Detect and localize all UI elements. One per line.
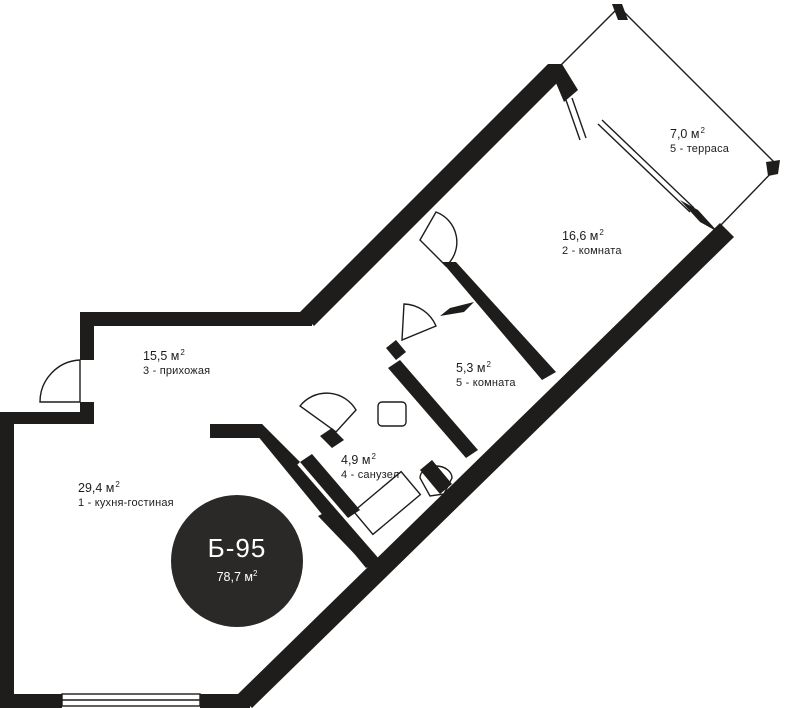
area-superscript: 2 <box>180 348 185 357</box>
area-value: 16,6 м <box>562 229 599 243</box>
room-name: 1 - кухня-гостиная <box>78 496 174 509</box>
area-superscript: 2 <box>115 480 120 489</box>
wall-south-left <box>0 694 62 708</box>
wall-bath-divider <box>300 454 360 518</box>
door-entry <box>39 359 81 403</box>
wall-room5-west <box>388 360 478 458</box>
room-name: 5 - комната <box>456 376 516 389</box>
room-area: 4,9 м2 <box>341 452 399 469</box>
terrace-edge-east <box>621 9 779 167</box>
room-area: 15,5 м2 <box>143 348 210 365</box>
windows <box>61 519 373 707</box>
shower-tray <box>352 470 422 536</box>
terrace-door-leaf <box>565 99 581 141</box>
wall-corridor-jamb <box>386 340 406 360</box>
wall-bath-west <box>256 424 300 470</box>
room-name: 3 - прихожая <box>143 364 211 377</box>
area-superscript: 2 <box>371 452 376 461</box>
door-bathroom <box>298 392 357 433</box>
outer-walls <box>0 64 734 708</box>
terrace-post-top <box>612 4 628 20</box>
door-room2 <box>419 211 458 267</box>
area-superscript: 2 <box>700 126 705 135</box>
wall-balcony-post <box>548 64 578 102</box>
wall-kitchen-window <box>318 510 380 568</box>
terrace-door-leaf-2 <box>571 97 587 139</box>
sink <box>377 401 407 427</box>
wall-bath-door-jamb <box>320 428 344 448</box>
wall-entry-west-lower <box>80 402 94 424</box>
apartment-total-area: 78,7 м2 <box>171 569 303 584</box>
toilet <box>419 465 453 497</box>
room-area: 29,4 м2 <box>78 480 174 497</box>
wall-kitchen-stub <box>210 424 262 438</box>
area-value: 15,5 м <box>143 349 180 363</box>
area-value: 7,0 м <box>670 127 700 141</box>
terrace-edge-north <box>555 9 617 71</box>
wall-room5-north <box>442 262 556 380</box>
wall-top-left <box>0 412 80 424</box>
room-bedroom: 16,6 м2 2 - комната <box>562 228 622 258</box>
room-hallway: 15,5 м2 3 - прихожая <box>143 348 210 378</box>
terrace-window <box>597 123 691 213</box>
room-kitchen-living: 29,4 м2 1 - кухня-гостиная <box>78 480 174 510</box>
room-area: 5,3 м2 <box>456 360 516 377</box>
window-kitchen-side <box>325 519 373 567</box>
total-area-value: 78,7 м <box>216 570 253 584</box>
wall-west <box>0 412 14 708</box>
wall-entry-north <box>80 312 312 326</box>
room-small-room: 5,3 м2 5 - комната <box>456 360 516 390</box>
room-name: 4 - санузел <box>341 468 400 481</box>
area-superscript: 2 <box>486 360 491 369</box>
room-name: 2 - комната <box>562 244 622 257</box>
apartment-badge: Б-95 78,7 м2 <box>171 495 303 627</box>
wall-diagonal-southeast <box>238 223 734 708</box>
wall-balcony-base <box>680 200 718 232</box>
interior-walls <box>210 262 556 568</box>
wall-diagonal-north <box>300 64 562 326</box>
terrace-window-inner <box>601 119 695 209</box>
wall-room5-door-jamb <box>440 302 474 316</box>
terrace-edge-south <box>719 165 779 227</box>
area-value: 4,9 м <box>341 453 371 467</box>
terrace-outline <box>555 4 780 227</box>
area-value: 29,4 м <box>78 481 115 495</box>
area-value: 5,3 м <box>456 361 486 375</box>
wall-closet <box>420 460 452 494</box>
wall-entry-west-upper <box>80 312 94 360</box>
terrace-post-right <box>766 160 780 176</box>
room-terrace: 7,0 м2 5 - терраса <box>670 126 729 156</box>
apartment-code: Б-95 <box>207 533 267 563</box>
total-area-superscript: 2 <box>252 569 258 578</box>
doors <box>39 211 458 536</box>
room-area: 7,0 м2 <box>670 126 729 143</box>
room-name: 5 - терраса <box>670 142 730 155</box>
wall-south-right <box>200 694 250 708</box>
room-area: 16,6 м2 <box>562 228 622 245</box>
door-room5 <box>401 303 437 342</box>
area-superscript: 2 <box>599 228 604 237</box>
room-bathroom: 4,9 м2 4 - санузел <box>341 452 399 482</box>
